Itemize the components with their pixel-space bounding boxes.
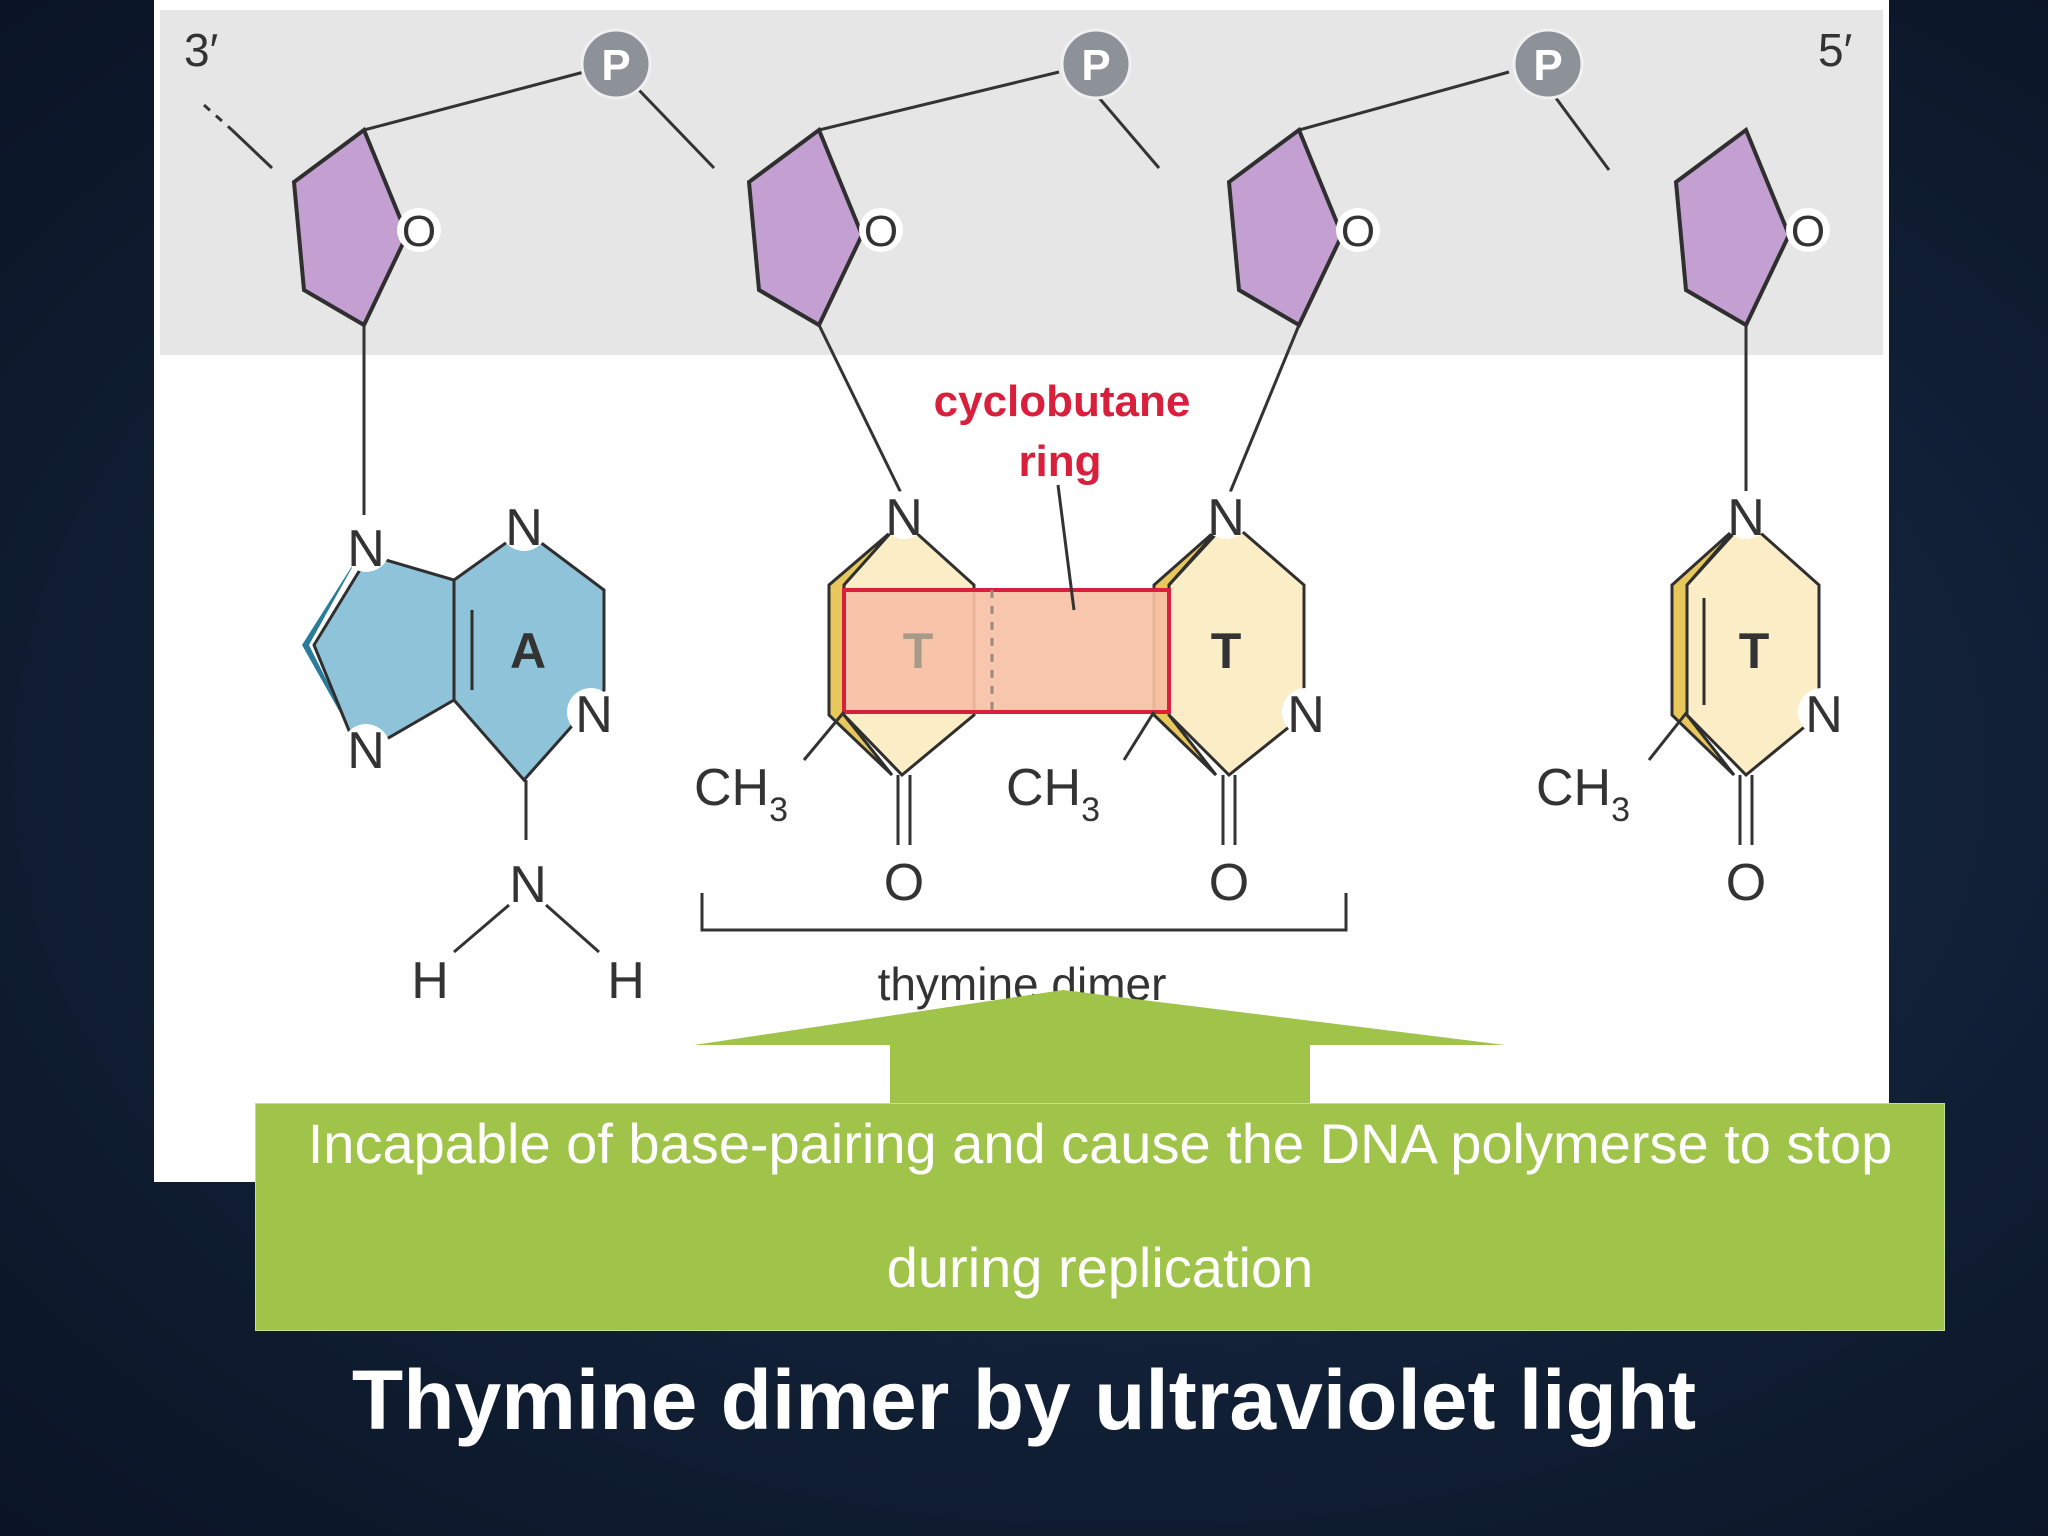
phosphate-3 [1512,28,1584,100]
adenine-n9: N [347,520,385,578]
amino-hydrogen-left: H [411,952,449,1010]
backbone-lines [203,70,1611,171]
end-label-5prime: 5′ [1818,24,1852,76]
sugar-ring-1 [291,126,410,328]
phosphate-label-1: P [601,41,630,90]
sugar-ring-4 [1673,126,1792,328]
diagram-panel: O O O O P P P 3′ 5′ A N N N [154,0,1889,1182]
sugar-ring-3 [1226,126,1345,328]
phosphate-label-2: P [1081,41,1110,90]
adenine-letter: A [510,623,546,679]
thymine2-oxygen: O [1209,854,1249,912]
thymine1-n1: N [885,489,923,547]
thymine1-methyl: CH3 [694,759,788,829]
callout-text: Incapable of base-pairing and cause the … [307,1112,1893,1299]
phosphate-label-3: P [1533,41,1562,90]
sugar-oxygen-3: O [1341,207,1375,256]
thymine2-n1: N [1207,489,1245,547]
slide-title: Thymine dimer by ultraviolet light [351,1353,1697,1447]
callout-box [255,1103,1945,1331]
thymine3-n3: N [1805,686,1843,744]
adenine-n1: N [575,686,613,744]
sugar-oxygen-1: O [402,207,436,256]
thymine-letter-1: T [903,623,934,679]
thymine3-methyl: CH3 [1536,759,1630,829]
thymine-letter-3: T [1739,623,1770,679]
phosphate-1 [580,28,652,100]
adenine-base [302,528,606,783]
thymine3-oxygen: O [1726,854,1766,912]
thymine2-methyl: CH3 [1006,759,1100,829]
thymine-dimer-bracket [700,893,1348,932]
sugar-oxygen-4: O [1791,207,1825,256]
backbone-band [160,10,1883,355]
phosphate-2 [1060,28,1132,100]
thymine1-oxygen: O [884,854,924,912]
thymine-letter-2: T [1211,623,1242,679]
cyclobutane-label-line2: ring [1018,437,1101,486]
cyclobutane-label-line1: cyclobutane [934,377,1191,426]
adenine-n3: N [347,722,385,780]
cyclobutane-pointer [1056,484,1076,611]
amino-hydrogen-right: H [607,952,645,1010]
thymine-base-3 [1670,517,1821,778]
sugar-oxygen-2: O [864,207,898,256]
adenine-n7: N [505,499,543,557]
thymine3-n1: N [1727,489,1765,547]
end-label-3prime: 3′ [184,24,218,76]
sugar-ring-2 [746,126,865,328]
sugar-group [291,126,1792,328]
amino-nitrogen: N [509,856,547,914]
cyclobutane-ring [842,588,1171,714]
thymine-dimer-diagram: O O O O P P P 3′ 5′ A N N N [160,10,1883,1010]
phosphate-group: P P P [580,28,1584,100]
thymine2-n3: N [1287,686,1325,744]
